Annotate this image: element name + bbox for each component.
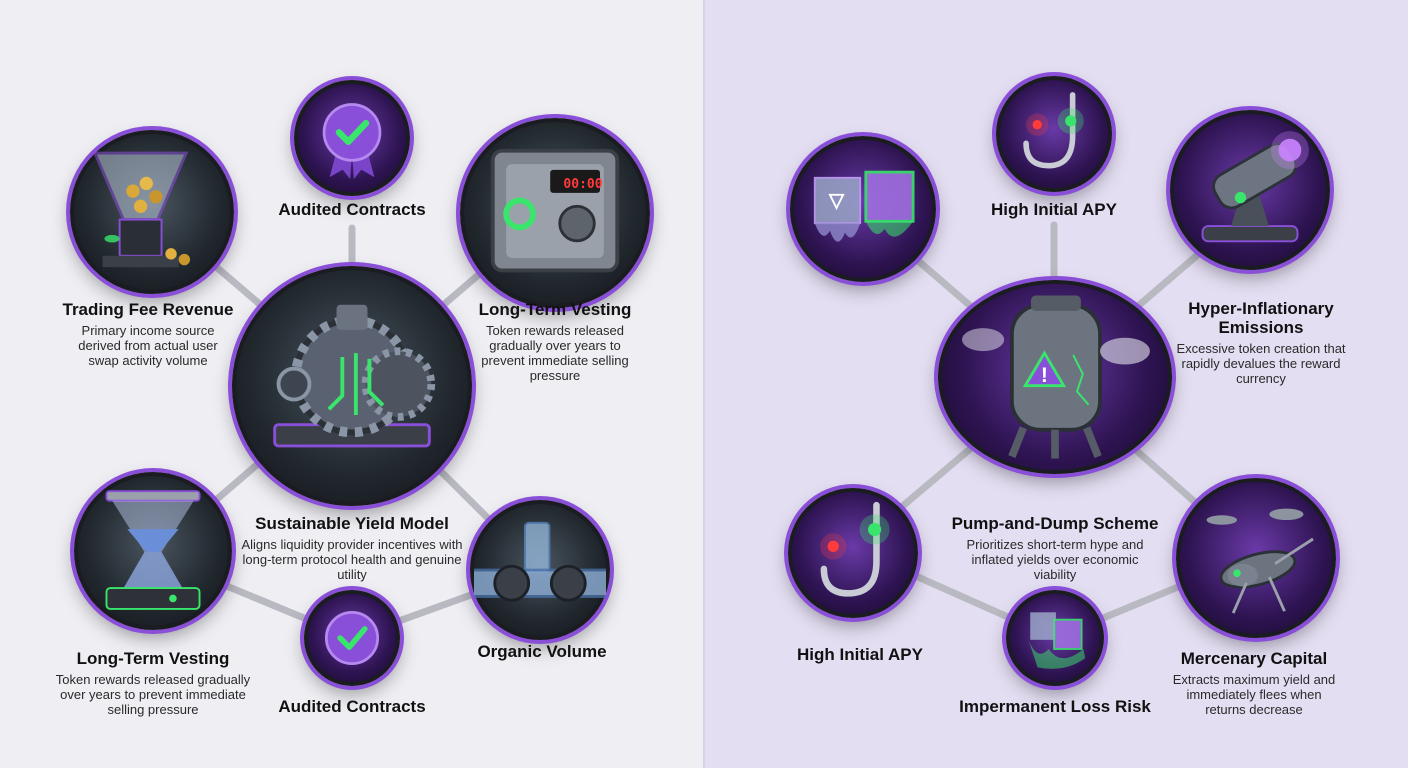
coin-hopper-icon <box>74 134 230 290</box>
melting-cube-node <box>790 136 936 282</box>
yield-model-label: Sustainable Yield Model Aligns liquidity… <box>236 514 468 582</box>
yield-model-desc: Aligns liquidity provider incentives wit… <box>236 537 468 582</box>
apy-bottom-node <box>788 488 918 618</box>
organic-volume-title: Organic Volume <box>460 642 624 661</box>
melting-cube-icon <box>794 140 932 278</box>
vault-safe-icon <box>464 122 646 304</box>
apy-bottom-label: High Initial APY <box>772 645 948 664</box>
mercenary-label: Mercenary Capital Extracts maximum yield… <box>1156 649 1352 717</box>
audited-contracts-top-node <box>294 80 410 196</box>
yield-model-title: Sustainable Yield Model <box>236 514 468 533</box>
trading-fee-title: Trading Fee Revenue <box>48 300 248 319</box>
organic-volume-node <box>470 500 610 640</box>
audited-top-title: Audited Contracts <box>262 200 442 219</box>
trading-fee-desc: Primary income source derived from actua… <box>48 323 248 368</box>
inflation-desc: Excessive token creation that rapidly de… <box>1156 341 1366 386</box>
mercenary-node <box>1176 478 1336 638</box>
inflation-node <box>1170 110 1330 270</box>
impermanent-node <box>1006 590 1104 686</box>
token-cannon-icon <box>1174 114 1326 266</box>
mercenary-title: Mercenary Capital <box>1156 649 1352 668</box>
pump-dump-center-node: ! <box>938 280 1172 474</box>
pump-dump-desc: Prioritizes short-term hype and inflated… <box>940 537 1170 582</box>
audited-contracts-bottom-node <box>304 590 400 686</box>
pipe-valve-icon <box>474 504 606 636</box>
impermanent-title: Impermanent Loss Risk <box>950 697 1160 716</box>
vesting-bottom-desc: Token rewards released gradually over ye… <box>50 672 256 717</box>
audited-top-label: Audited Contracts <box>262 200 442 219</box>
fishing-hook-icon <box>1000 80 1108 188</box>
svg-text:!: ! <box>1041 364 1048 387</box>
inflation-title: Hyper-Inflationary Emissions <box>1156 299 1366 337</box>
apy-bottom-title: High Initial APY <box>772 645 948 664</box>
trading-fee-node <box>70 130 234 294</box>
vesting-top-label: Long-Term Vesting Token rewards released… <box>462 300 648 383</box>
vesting-bottom-label: Long-Term Vesting Token rewards released… <box>50 649 256 717</box>
mercenary-desc: Extracts maximum yield and immediately f… <box>1156 672 1352 717</box>
audit-seal-icon <box>308 594 396 682</box>
fishing-hook-icon <box>792 492 914 614</box>
audited-bottom-label: Audited Contracts <box>262 697 442 716</box>
impermanent-label: Impermanent Loss Risk <box>950 697 1160 716</box>
gear-machine-icon <box>236 270 468 502</box>
vesting-top-node: 00:00 <box>460 118 650 308</box>
inflation-label: Hyper-Inflationary Emissions Excessive t… <box>1156 299 1366 386</box>
audited-bottom-title: Audited Contracts <box>262 697 442 716</box>
apy-top-title: High Initial APY <box>966 200 1142 219</box>
pump-dump-label: Pump-and-Dump Scheme Prioritizes short-t… <box>940 514 1170 582</box>
organic-volume-label: Organic Volume <box>460 642 624 661</box>
cracked-tank-icon: ! <box>942 284 1168 470</box>
melting-cube-icon <box>1010 594 1100 682</box>
sand-timer-icon <box>78 476 228 626</box>
yield-model-center-node <box>232 266 472 506</box>
vesting-bottom-node <box>74 472 232 630</box>
vesting-bottom-title: Long-Term Vesting <box>50 649 256 668</box>
apy-top-label: High Initial APY <box>966 200 1142 219</box>
vault-display-readout: 00:00 <box>558 177 608 192</box>
apy-top-node <box>996 76 1112 192</box>
pump-dump-title: Pump-and-Dump Scheme <box>940 514 1170 533</box>
trading-fee-label: Trading Fee Revenue Primary income sourc… <box>48 300 248 368</box>
vesting-top-title: Long-Term Vesting <box>462 300 648 319</box>
locust-swarm-icon <box>1180 482 1332 634</box>
audit-seal-icon <box>298 84 406 192</box>
vesting-top-desc: Token rewards released gradually over ye… <box>462 323 648 383</box>
